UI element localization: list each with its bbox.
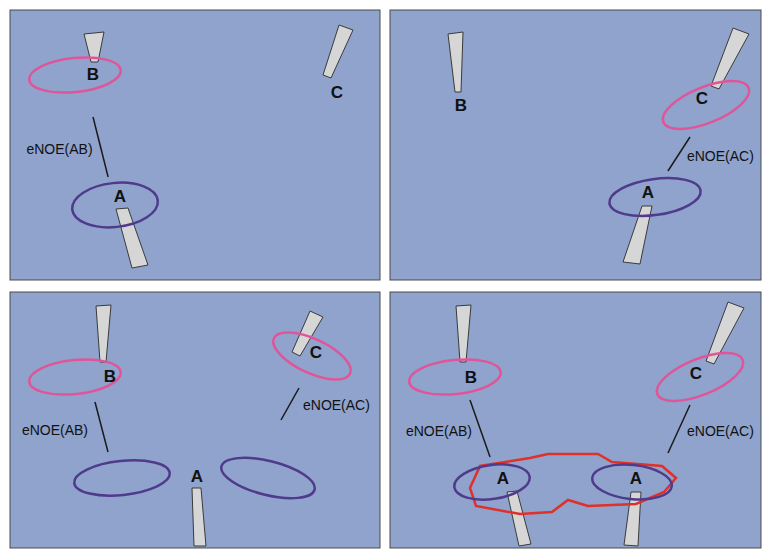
edge-label: eNOE(AC)	[687, 149, 754, 163]
edge-label: eNOE(AC)	[687, 424, 754, 438]
enoe-connector	[93, 117, 108, 177]
residue-letter: B	[455, 97, 467, 114]
panel	[10, 292, 380, 548]
residue-letter: C	[310, 344, 322, 361]
ellipse-node: B	[29, 360, 121, 394]
panel	[390, 10, 761, 280]
ellipse-node: C	[654, 359, 746, 395]
residue-letter: A	[114, 188, 126, 205]
ellipse-outline	[434, 445, 550, 519]
empty-ellipse	[217, 450, 318, 506]
ellipse-outline	[70, 179, 160, 232]
ellipse-node: C	[270, 339, 354, 373]
ellipse-outline	[452, 460, 532, 504]
residue-letter: B	[104, 368, 116, 385]
dimer-outline	[470, 454, 676, 514]
ellipse-outline	[590, 461, 673, 503]
enoe-connector	[668, 405, 690, 453]
ellipse-outline	[9, 340, 141, 414]
wedge-symbol	[456, 305, 471, 362]
wedge-symbol	[192, 488, 206, 546]
residue-letter: A	[497, 470, 509, 487]
empty-ellipse	[72, 456, 171, 500]
ellipse-node: A	[592, 465, 672, 499]
enoe-label: eNOE(AC)	[303, 398, 370, 412]
residue-letter: A	[642, 184, 654, 201]
edge-label: eNOE(AB)	[26, 142, 92, 156]
ellipse-node: C	[660, 87, 752, 123]
ellipse-outline	[9, 38, 141, 112]
ellipse-outline	[389, 340, 521, 414]
ellipse-outline	[607, 173, 703, 221]
residue-letter: B	[87, 66, 99, 83]
residue-letter: A	[191, 468, 203, 485]
residue-letter: C	[690, 365, 702, 382]
ellipse-node: B	[409, 360, 501, 394]
ellipse-outline	[407, 355, 502, 398]
wedge-symbol	[323, 25, 353, 78]
residue-letter: C	[696, 90, 708, 107]
residue-letter: C	[331, 84, 343, 101]
ellipse-outline	[52, 163, 178, 247]
ellipse-outline	[589, 159, 721, 235]
wedge-symbol	[507, 491, 531, 546]
ellipse-node: A	[454, 465, 530, 499]
edge-label: eNOE(AB)	[406, 424, 472, 438]
residue-letter: A	[630, 470, 642, 487]
ellipse-node: A	[609, 179, 701, 215]
ellipse-node: A	[72, 183, 158, 227]
enoe-line	[281, 388, 299, 420]
ellipse-outline	[27, 53, 122, 96]
panel	[390, 292, 761, 548]
enoe-connector	[470, 400, 490, 457]
wedge-symbol	[96, 305, 111, 362]
panel	[10, 10, 380, 280]
wedge-symbol	[448, 32, 463, 92]
ellipse-outline	[27, 355, 122, 398]
enoe-connector	[668, 137, 690, 171]
ellipse-node: B	[29, 58, 121, 92]
ellipse-outline	[267, 323, 357, 389]
enoe-label: eNOE(AB)	[22, 423, 88, 437]
residue-letter: B	[465, 369, 477, 386]
enoe-line	[95, 402, 108, 452]
ellipse-outline	[651, 343, 750, 411]
ellipse-outline	[657, 71, 756, 139]
wedge-symbol	[116, 208, 148, 268]
